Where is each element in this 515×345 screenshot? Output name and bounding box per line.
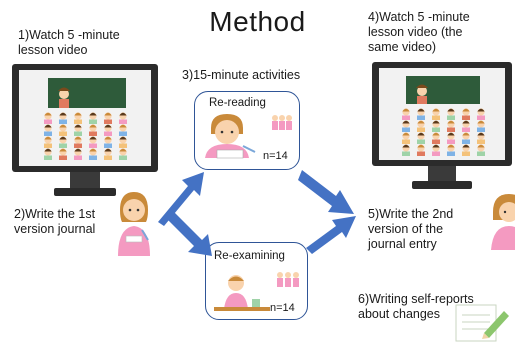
activity-label: Re-examining [214, 250, 285, 262]
arrow-rereading-to-step5 [298, 170, 354, 214]
arrow-to-rereading [158, 172, 204, 226]
step-3-label: 3)15-minute activities [182, 68, 301, 82]
step-5-label: 5)Write the 2nd version of the journal e… [368, 207, 454, 251]
step-4-label: 4)Watch 5 -minute lesson video (the same… [368, 10, 470, 54]
writing-student-icon [112, 188, 156, 258]
classroom-monitor-icon [372, 62, 512, 190]
notepad-pencil-icon [454, 301, 512, 343]
activity-box-re-examining: Re-examining n=14 [205, 242, 308, 320]
step-1-label: 1)Watch 5 -minute lesson video [18, 28, 120, 57]
sample-size: n=14 [263, 150, 288, 162]
writing-student-icon [489, 192, 515, 252]
small-students-icon [276, 271, 300, 291]
page-title: Method [209, 6, 306, 37]
sample-size: n=14 [270, 302, 295, 314]
activity-box-re-reading: Re-reading n=14 [194, 91, 300, 170]
arrow-reexamining-to-step5 [306, 216, 356, 254]
reading-student-icon [201, 112, 263, 160]
arrow-to-reexamining [164, 210, 212, 256]
classroom-monitor-icon [12, 64, 158, 198]
activity-label: Re-reading [209, 97, 266, 109]
step-2-label: 2)Write the 1st version journal [14, 207, 96, 236]
step-6-label: 6)Writing self-reports about changes [358, 292, 474, 321]
small-students-icon [271, 114, 293, 134]
examining-students-icon [212, 273, 272, 317]
flow-arrows [158, 170, 356, 256]
